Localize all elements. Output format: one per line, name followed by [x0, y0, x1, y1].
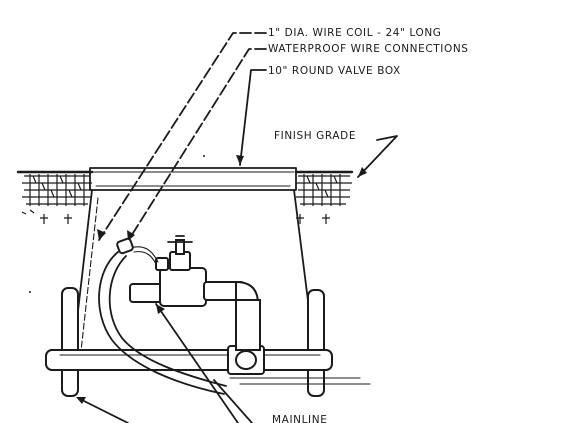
base-leader	[76, 397, 129, 423]
wire-connections-leader	[127, 48, 267, 242]
mainline-label: MAINLINE	[272, 414, 327, 423]
wire-connectors	[116, 237, 134, 255]
valve-box-label: 10" ROUND VALVE BOX	[268, 65, 401, 77]
wire-connections-label: WATERPROOF WIRE CONNECTIONS	[268, 43, 469, 55]
soil-left	[16, 170, 94, 224]
finish-grade-leader	[357, 135, 398, 178]
wire-coil-leader	[97, 32, 267, 241]
valve-box-leader	[236, 69, 267, 166]
mainline-leader	[155, 303, 253, 423]
valve-assembly	[129, 235, 261, 351]
finish-grade-label: FINISH GRADE	[274, 130, 356, 142]
wire-coil	[98, 246, 227, 395]
mainline-tee-fitting	[227, 345, 265, 375]
soil-right	[294, 170, 354, 224]
wire-coil-label: 1" DIA. WIRE COIL - 24" LONG	[268, 27, 442, 39]
scan-marks	[29, 155, 205, 293]
